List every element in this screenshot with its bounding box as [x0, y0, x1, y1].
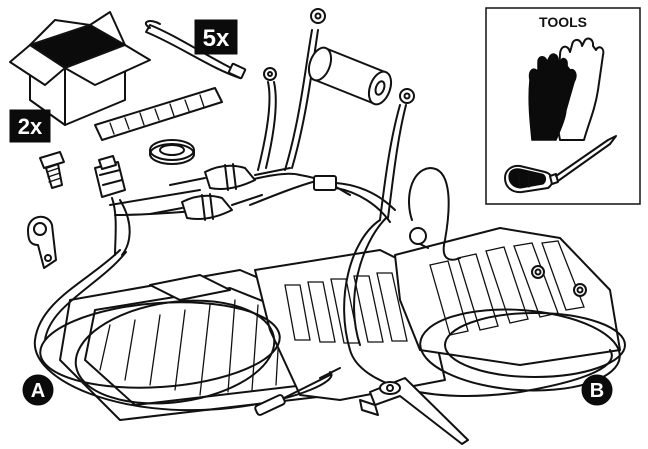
screwdriver-icon: [504, 135, 617, 194]
thermostat-sensor: [408, 167, 461, 261]
heating-pad-right: [394, 227, 621, 366]
foam-cylinder-icon: [307, 46, 393, 106]
cardboard-box-icon: [9, 11, 151, 126]
inline-fuse-holder-upper: [169, 163, 291, 191]
wire-connector-plug: [94, 155, 126, 198]
zip-ties-icon: [144, 20, 247, 80]
callout-a-label: A: [31, 380, 45, 402]
ring-terminal-wires: [257, 8, 326, 171]
gloves-icon: [528, 37, 605, 141]
inline-fuse-holder-lower: [149, 193, 263, 221]
right-harness-connector: [313, 88, 415, 223]
adhesive-strip-icon: [94, 87, 223, 141]
tools-box: TOOLS: [485, 7, 641, 205]
callout-a: A: [22, 374, 54, 406]
screw-icon: [39, 151, 65, 189]
badge-2x: 2x: [9, 109, 51, 143]
cable-clamp-icon: [27, 215, 57, 269]
tools-box-title: TOOLS: [539, 14, 587, 30]
badge-2x-label: 2x: [18, 114, 43, 139]
electrical-tape-icon: [149, 139, 195, 165]
badge-5x: 5x: [194, 19, 238, 55]
wire-harness-loops: [33, 217, 626, 412]
ground-wire-terminal: [254, 367, 341, 416]
callout-b-label: B: [590, 380, 604, 402]
mounting-bracket-icon: [359, 377, 469, 445]
callout-b: B: [581, 374, 613, 406]
badge-5x-label: 5x: [203, 25, 230, 52]
